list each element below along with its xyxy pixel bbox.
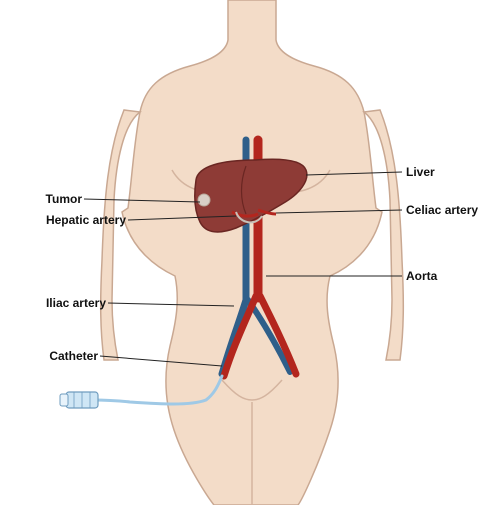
label-catheter: Catheter <box>49 349 98 363</box>
syringe-icon <box>60 392 98 408</box>
label-liver: Liver <box>406 165 435 179</box>
label-tumor: Tumor <box>46 192 83 206</box>
label-iliac-artery: Iliac artery <box>46 296 106 310</box>
label-aorta: Aorta <box>406 269 438 283</box>
label-hepatic-artery: Hepatic artery <box>46 213 126 227</box>
tumor-mass <box>198 194 210 206</box>
label-celiac-artery: Celiac artery <box>406 203 478 217</box>
